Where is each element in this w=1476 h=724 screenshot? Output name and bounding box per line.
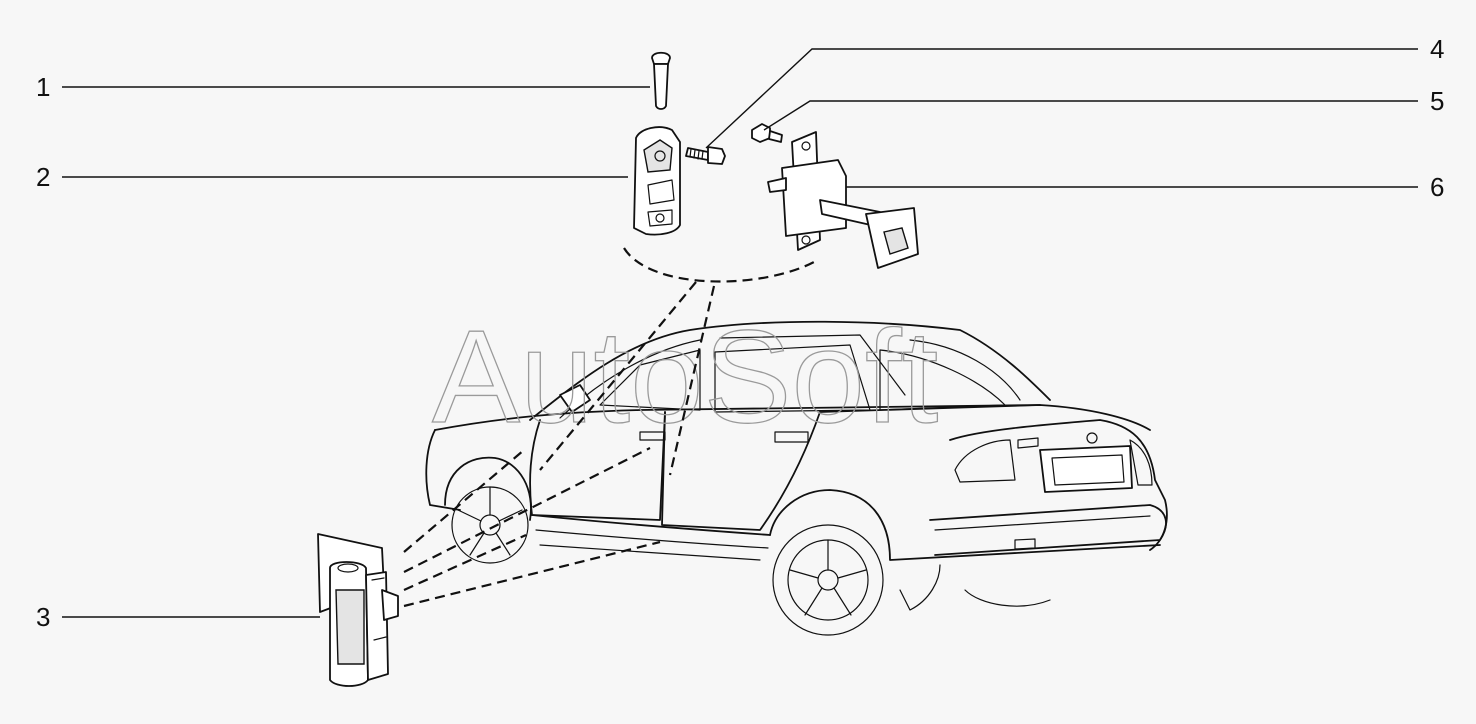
door-hinge-bracket xyxy=(633,126,681,236)
leader-4 xyxy=(705,48,1418,149)
hinge-bolt xyxy=(685,146,726,165)
callout-6: 6 xyxy=(1430,172,1444,202)
detail-outline xyxy=(623,247,815,283)
car-illustration xyxy=(425,320,1168,636)
watermark-text: AutoSoft xyxy=(432,303,938,450)
check-strap-screw xyxy=(751,123,783,143)
leader-5 xyxy=(763,100,1418,131)
callout-2: 2 xyxy=(36,162,50,192)
callout-5: 5 xyxy=(1430,86,1444,116)
callout-3: 3 xyxy=(36,602,50,632)
rear-wheel xyxy=(772,524,941,636)
assembly-arrows xyxy=(403,281,716,608)
front-wheel xyxy=(444,456,532,564)
callout-4: 4 xyxy=(1430,34,1444,64)
hinge-pin xyxy=(651,51,671,110)
body-hinge-bracket xyxy=(317,533,399,687)
door-check-strap xyxy=(767,131,919,269)
callout-1: 1 xyxy=(36,72,50,102)
